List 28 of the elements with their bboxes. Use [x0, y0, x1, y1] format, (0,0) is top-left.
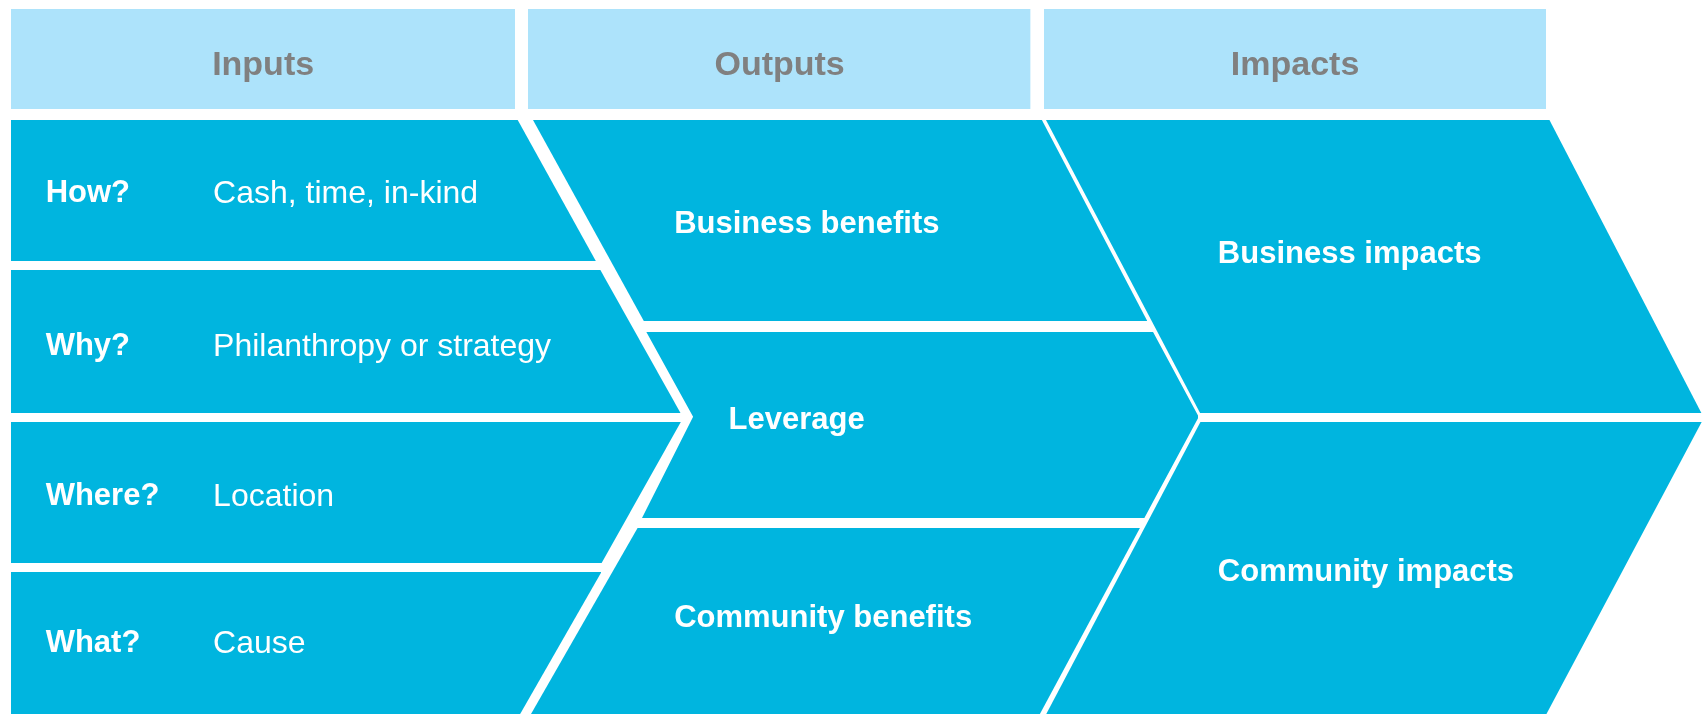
- column-header: [528, 8, 1031, 109]
- column-header: [1043, 8, 1547, 109]
- answer-text: Cash, time, in-kind: [213, 173, 479, 213]
- chevron-segment: [532, 119, 1148, 321]
- chevron-segment: [641, 331, 1199, 518]
- segment-label: Leverage: [728, 399, 865, 438]
- chevron-segment: [530, 528, 1140, 714]
- answer-text: Philanthropy or strategy: [213, 325, 552, 365]
- segment-label: Community impacts: [1217, 551, 1515, 590]
- question-label: Why?: [45, 325, 130, 364]
- chevron-segment: [1046, 421, 1702, 714]
- header-label: Inputs: [212, 42, 315, 84]
- segment-label: Community benefits: [674, 597, 973, 636]
- segment-label: Business impacts: [1217, 234, 1482, 273]
- question-label: What?: [45, 622, 141, 661]
- input-chevron-row: [10, 269, 681, 414]
- input-chevron-row: [10, 119, 596, 261]
- question-label: How?: [45, 173, 130, 212]
- segment-label: Business benefits: [674, 203, 940, 242]
- answer-text: Cause: [213, 622, 306, 662]
- input-chevron-row: [10, 421, 681, 564]
- input-chevron-row: [10, 571, 602, 714]
- question-label: Where?: [45, 475, 160, 514]
- column-header: [10, 8, 516, 109]
- header-label: Impacts: [1230, 42, 1360, 84]
- chevron-segment: [1046, 119, 1702, 414]
- header-label: Outputs: [714, 42, 845, 84]
- answer-text: Location: [213, 475, 335, 515]
